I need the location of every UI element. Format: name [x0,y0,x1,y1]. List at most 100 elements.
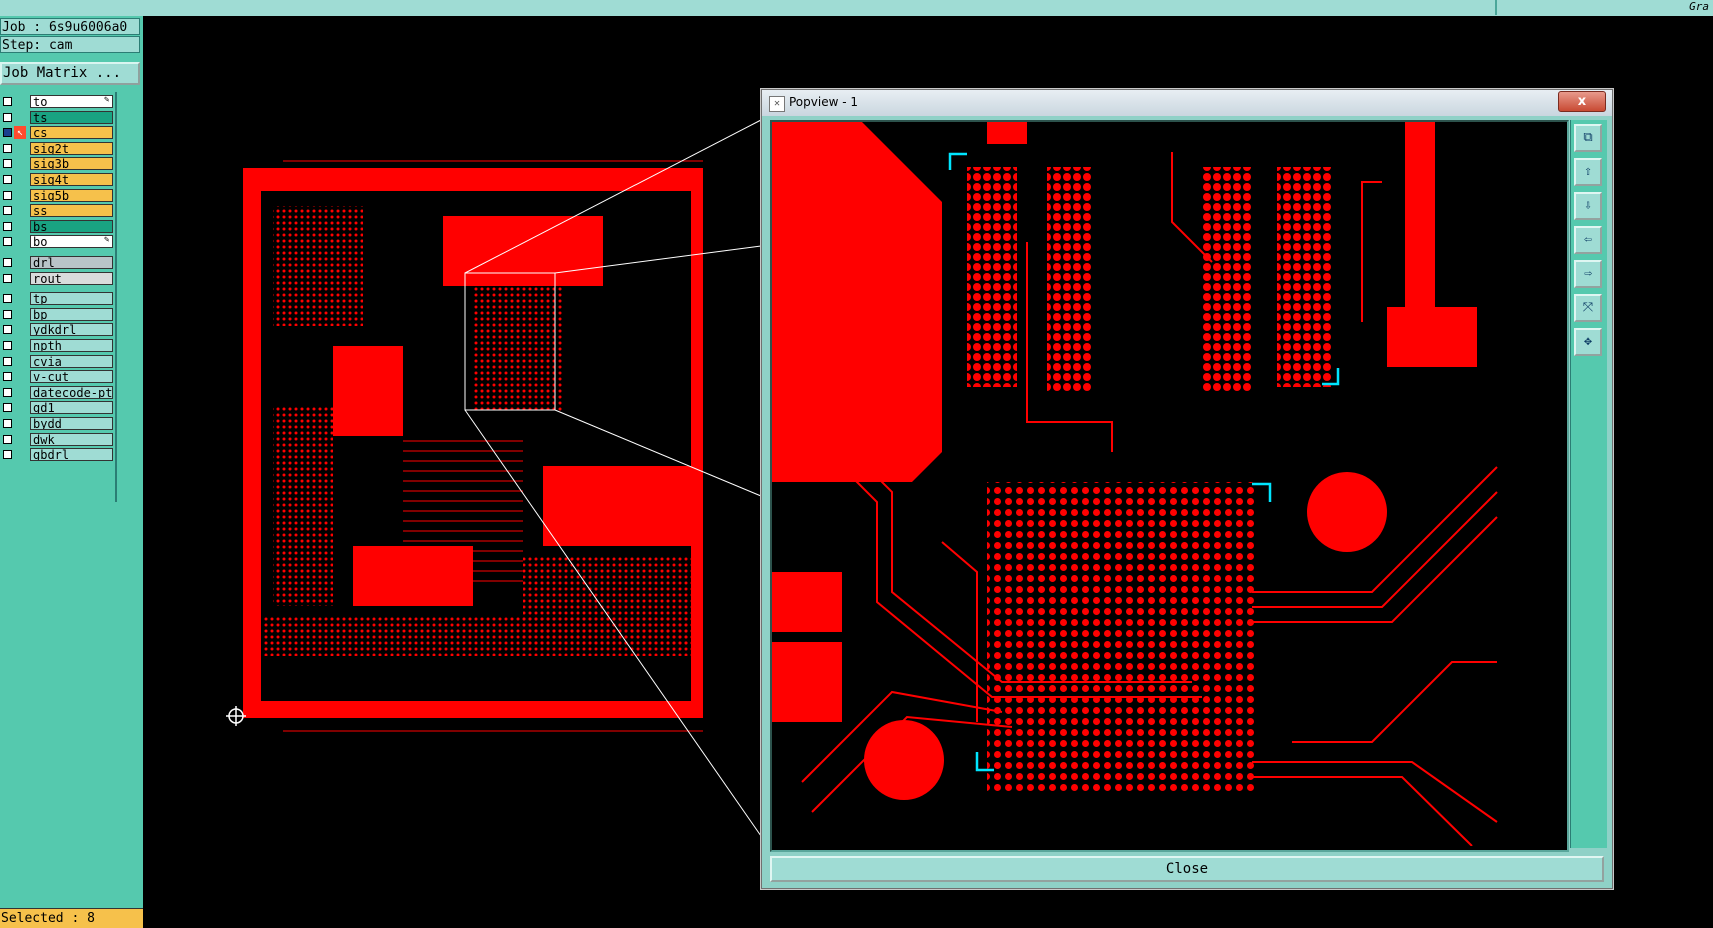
layer-row-bs[interactable]: bs [0,219,115,234]
copper-pour-right [1387,307,1477,367]
bga-via-field [987,482,1257,792]
pan-down-icon[interactable]: ⇩ [1574,192,1602,220]
layer-checkbox[interactable] [3,97,12,106]
layer-checkbox[interactable] [3,403,12,413]
layer-name[interactable]: gd1 [30,401,113,415]
layer-name[interactable]: bs [30,219,113,233]
layer-row-sig5b[interactable]: sig5b [0,188,115,203]
layer-name[interactable]: cvia [30,354,113,368]
layer-checkbox[interactable] [3,159,12,169]
layer-row-cvia[interactable]: cvia [0,354,115,369]
layer-name[interactable]: gbdrl [30,448,113,462]
top-right-panel: Gra [1495,0,1713,15]
layer-row-drl[interactable]: drl [0,256,115,270]
pen-icon: ✎ [104,235,110,246]
layer-row-dwk[interactable]: dwk [0,432,115,447]
zoom-fit-icon[interactable]: ⤧ [1574,294,1602,322]
layer-checkbox[interactable] [3,112,12,122]
layer-row-sig3b[interactable]: sig3b [0,157,115,171]
popview-canvas[interactable] [770,120,1569,852]
layer-checkbox[interactable] [3,258,12,267]
layer-checkbox[interactable] [3,273,12,283]
via-array-4 [1277,167,1332,387]
board-region-3 [333,346,403,436]
layer-name[interactable]: v-cut [30,370,113,384]
layer-row-sig4t[interactable]: sig4t [0,173,115,187]
layer-checkbox[interactable] [3,221,12,231]
layer-name[interactable]: rout [30,271,113,285]
layer-row-npth[interactable]: npth [0,339,115,353]
layer-name[interactable]: drl [30,256,113,269]
layer-row-bp[interactable]: bp [0,307,115,322]
layer-row-ss[interactable]: ss [0,204,115,218]
layer-checkbox[interactable] [3,387,12,397]
layer-checkbox[interactable] [3,341,12,350]
layer-name[interactable]: to [30,95,113,108]
layer-name[interactable]: bydd [30,417,113,430]
copper-round-pad-1 [1307,472,1387,552]
window-close-button[interactable]: x [1558,91,1606,112]
layer-row-gbdrl[interactable]: gbdrl [0,448,115,462]
selected-count: Selected : 8 [0,908,143,928]
layer-name[interactable]: dwk [30,432,113,446]
via-array-2 [1047,167,1092,392]
layer-row-ts[interactable]: ts [0,110,115,125]
layer-checkbox[interactable] [3,237,12,247]
popview-zoomed-board[interactable] [772,122,1563,846]
layer-name[interactable]: bp [30,307,113,321]
layer-row-tp[interactable]: tp [0,292,115,306]
layer-row-rout[interactable]: rout [0,271,115,286]
job-matrix-button[interactable]: Job Matrix ... [0,62,140,85]
layer-row-bydd[interactable]: bydd [0,417,115,431]
layer-row-ydkdrl[interactable]: ydkdrl [0,323,115,337]
layer-name[interactable]: sig5b [30,188,113,202]
zoom-window-icon[interactable]: ⧉ [1574,124,1602,152]
layer-checkbox[interactable] [3,356,12,366]
copper-pad-top [987,122,1027,144]
layer-name[interactable]: sig2t [30,141,113,155]
layer-checkbox[interactable] [3,309,12,319]
layer-checkbox[interactable] [3,325,12,335]
copper-round-pad-2 [864,720,944,800]
top-menubar: Gra [0,0,1713,17]
layer-name[interactable]: ydkdrl [30,323,113,337]
layer-checkbox[interactable] [3,175,12,184]
layer-name[interactable]: tp [30,292,113,306]
board-view[interactable] [143,16,1713,914]
layer-name[interactable]: npth [30,339,113,352]
popview-title: Popview - 1 [789,95,858,109]
layer-name[interactable]: datecode-pte [30,385,113,399]
layer-checkbox[interactable] [3,294,12,304]
layer-checkbox[interactable] [3,434,12,444]
popview-close-button[interactable]: Close [770,856,1604,882]
zoom-line-4 [464,409,762,837]
layer-row-sig2t[interactable]: sig2t [0,141,115,156]
top-right-label: Gra [1689,0,1709,13]
layer-checkbox[interactable] [3,190,12,200]
layer-checkbox[interactable] [3,372,12,382]
layer-row-datecode-pte[interactable]: datecode-pte [0,385,115,400]
layer-checkbox[interactable] [3,206,12,216]
pan-left-icon[interactable]: ⇦ [1574,226,1602,254]
pan-up-icon[interactable]: ⇧ [1574,158,1602,186]
layer-row-v-cut[interactable]: v-cut [0,370,115,384]
layer-checkbox[interactable] [3,419,12,428]
layer-name[interactable]: ts [30,110,113,124]
layer-name[interactable]: cs [30,126,113,140]
layer-checkbox[interactable] [3,143,12,153]
layer-row-gd1[interactable]: gd1 [0,401,115,415]
layer-checkbox[interactable] [3,450,12,460]
zoom-reset-icon[interactable]: ✥ [1574,328,1602,356]
layer-row-cs[interactable]: ↖cs [0,126,115,140]
layer-name[interactable]: sig4t [30,173,113,186]
layer-checkbox[interactable] [3,128,12,138]
layer-row-bo[interactable]: bo✎ [0,235,115,249]
zoom-line-3 [554,409,762,497]
layer-row-to[interactable]: to✎ [0,95,115,109]
layer-name[interactable]: bo [30,235,113,249]
pan-right-icon[interactable]: ⇨ [1574,260,1602,288]
layer-name[interactable]: sig3b [30,157,113,171]
popview-toolbar: ⧉ ⇧ ⇩ ⇦ ⇨ ⤧ ✥ [1570,120,1607,848]
layer-name[interactable]: ss [30,204,113,218]
popview-titlebar[interactable]: ✕ Popview - 1 x [762,90,1612,116]
